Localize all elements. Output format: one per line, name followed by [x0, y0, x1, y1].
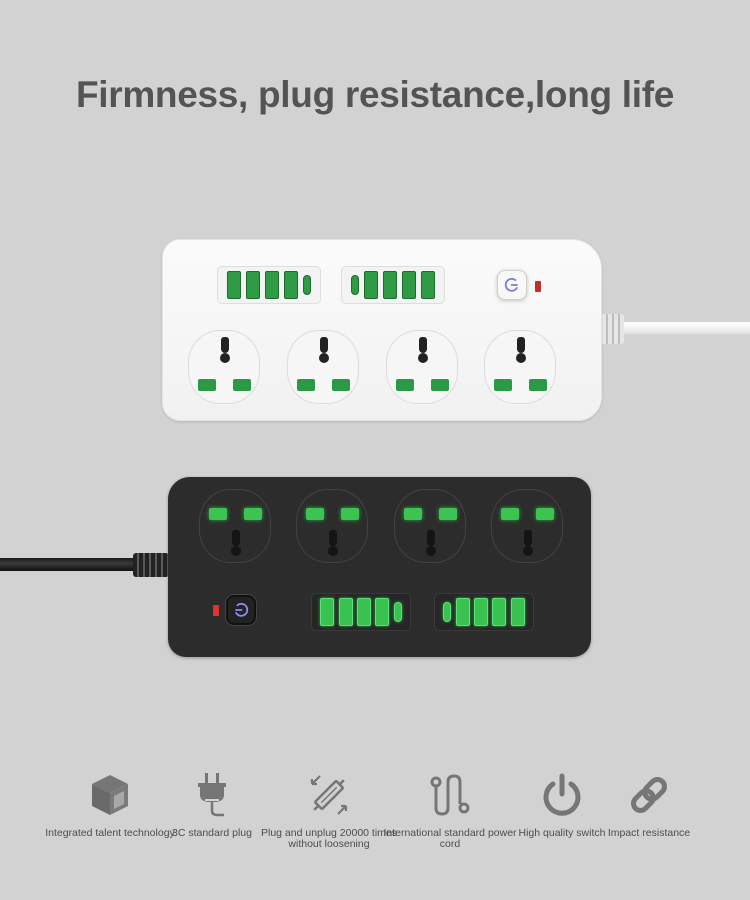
power-icon [543, 773, 581, 816]
socket-1 [188, 330, 260, 404]
usb-c-port [350, 275, 359, 295]
neutral-pin-hole [332, 379, 350, 391]
live-pin-hole [297, 379, 315, 391]
socket-2 [296, 489, 368, 563]
usb-panel-right [341, 266, 445, 304]
feature-label: Integrated talent technology [45, 827, 175, 839]
usb-a-port [226, 271, 241, 299]
live-pin-hole [209, 508, 227, 520]
feature-switch: High quality switch [492, 770, 632, 839]
usb-a-port [402, 271, 417, 299]
neutral-pin-hole [233, 379, 251, 391]
power-button[interactable] [497, 270, 527, 300]
earth-pin-hole [522, 530, 534, 558]
feature-label: International standard power cord [383, 827, 517, 850]
feature-impact-resistance: Impact resistance [579, 770, 719, 839]
neutral-pin-hole [439, 508, 457, 520]
neutral-pin-hole [536, 508, 554, 520]
power-icon [504, 277, 518, 292]
usb-a-port [382, 271, 397, 299]
usb-a-port [363, 271, 378, 299]
indicator-led [535, 281, 541, 292]
feature-plug-unplug: Plug and unplug 20000 times without loos… [259, 770, 399, 850]
neutral-pin-hole [529, 379, 547, 391]
feature-integrated-technology: Integrated talent technology [40, 770, 180, 839]
page-title: Firmness, plug resistance,long life [75, 74, 675, 115]
live-pin-hole [198, 379, 216, 391]
socket-2 [287, 330, 359, 404]
usb-a-port [356, 598, 371, 626]
feature-3c-plug: 3C standard plug [142, 770, 282, 839]
neutral-pin-hole [431, 379, 449, 391]
usb-a-port [338, 598, 353, 626]
power-cord-icon [430, 774, 470, 816]
usb-a-port [245, 271, 260, 299]
neutral-pin-hole [341, 508, 359, 520]
earth-pin-hole [425, 530, 437, 558]
usb-a-port [320, 598, 335, 626]
usb-a-port [492, 598, 507, 626]
live-pin-hole [396, 379, 414, 391]
usb-a-port [510, 598, 525, 626]
socket-3 [394, 489, 466, 563]
earth-pin-hole [219, 337, 231, 365]
feature-label: 3C standard plug [172, 827, 252, 839]
usb-a-port [284, 271, 299, 299]
usb-a-port [421, 271, 436, 299]
black-cord-strain-relief [133, 553, 169, 577]
socket-3 [386, 330, 458, 404]
neutral-pin-hole [244, 508, 262, 520]
plug-unplug-icon [310, 775, 348, 815]
power-button[interactable] [226, 595, 256, 625]
feature-power-cord: International standard power cord [380, 770, 520, 850]
live-pin-hole [501, 508, 519, 520]
usb-c-port [443, 602, 452, 622]
earth-pin-hole [327, 530, 339, 558]
usb-a-port [375, 598, 390, 626]
usb-c-port [303, 275, 312, 295]
usb-panel-right [434, 593, 534, 631]
usb-a-port [455, 598, 470, 626]
plug-icon [198, 773, 226, 817]
usb-c-port [393, 602, 402, 622]
power-icon [235, 602, 249, 617]
usb-a-port [264, 271, 279, 299]
earth-pin-hole [230, 530, 242, 558]
earth-pin-hole [515, 337, 527, 365]
socket-1 [199, 489, 271, 563]
features-row: Integrated talent technology 3C standard… [0, 770, 750, 870]
usb-a-port [473, 598, 488, 626]
usb-panel-left [217, 266, 321, 304]
earth-pin-hole [417, 337, 429, 365]
feature-label: High quality switch [518, 827, 606, 839]
link-icon [631, 777, 667, 813]
socket-4 [484, 330, 556, 404]
cube-icon [92, 775, 128, 815]
socket-4 [491, 489, 563, 563]
live-pin-hole [494, 379, 512, 391]
feature-label: Impact resistance [607, 827, 691, 839]
black-power-strip [168, 477, 591, 657]
black-power-cord [0, 558, 140, 571]
indicator-led [213, 605, 219, 616]
live-pin-hole [306, 508, 324, 520]
white-power-cord [620, 322, 750, 336]
live-pin-hole [404, 508, 422, 520]
feature-label: Plug and unplug 20000 times without loos… [260, 827, 398, 850]
white-power-strip [162, 239, 602, 421]
earth-pin-hole [318, 337, 330, 365]
usb-panel-left [311, 593, 411, 631]
